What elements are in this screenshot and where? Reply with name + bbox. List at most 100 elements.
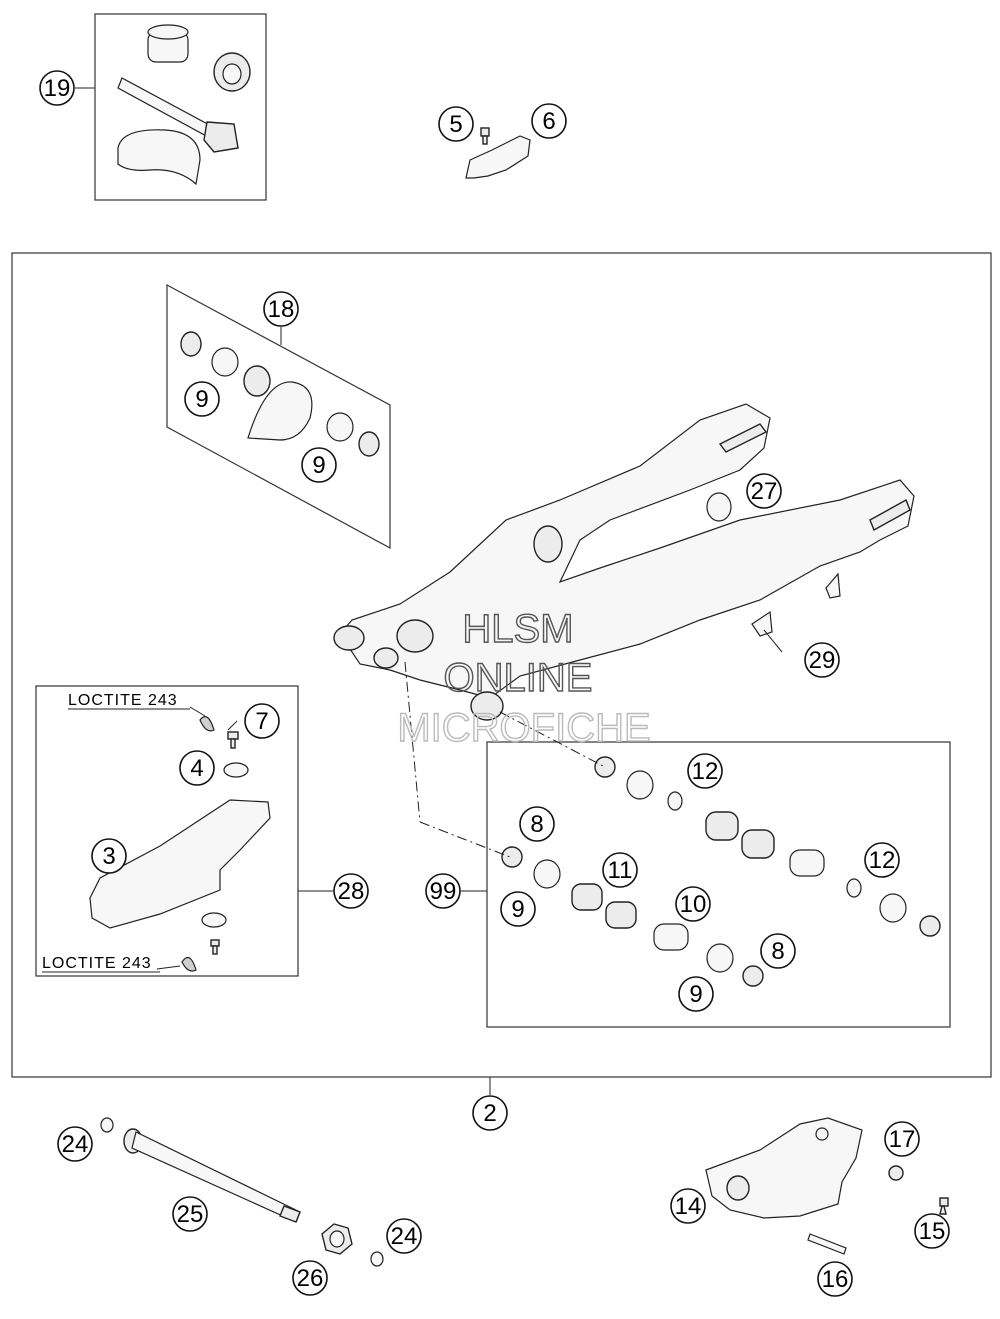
callout-circle xyxy=(602,852,638,888)
seal-ring-3 xyxy=(326,412,354,442)
sleeve-bottom xyxy=(653,923,689,951)
callout-circle xyxy=(425,873,461,909)
bearing-kit-parts xyxy=(180,331,380,457)
callout-c8a: 8 xyxy=(519,806,555,842)
callout-number: 4 xyxy=(190,755,203,782)
callout-circle xyxy=(57,1126,93,1162)
callout-c9a: 9 xyxy=(184,381,220,417)
callout-circle xyxy=(91,838,127,874)
callout-circle xyxy=(333,873,369,909)
callout-circle xyxy=(864,842,900,878)
chain-guide-part xyxy=(705,1117,863,1219)
bearing-kit-frame xyxy=(166,283,391,550)
callout-c7: 7 xyxy=(244,703,280,739)
needle-bearing-bottom-2 xyxy=(605,901,637,929)
spacer-24-right xyxy=(370,1251,384,1267)
callout-circle xyxy=(914,1213,950,1249)
callout-c26: 26 xyxy=(292,1260,328,1296)
seal-ring-4 xyxy=(358,431,380,457)
needle-bearing-bottom-1 xyxy=(571,883,603,911)
guide-bore xyxy=(726,1175,750,1201)
watermark-line-1: HLSM xyxy=(462,607,573,651)
callout-number: 16 xyxy=(822,1266,849,1293)
chain-bracket-part xyxy=(465,135,531,179)
callout-circle xyxy=(675,886,711,922)
callout-number: 10 xyxy=(680,891,707,918)
callout-number: 2 xyxy=(483,1100,496,1127)
callout-number: 18 xyxy=(268,296,295,323)
callout-c19: 19 xyxy=(39,70,75,106)
callout-number: 9 xyxy=(689,981,702,1008)
bushing-part xyxy=(147,24,189,63)
axle-slot-left xyxy=(718,423,768,453)
bolt-kit-frame xyxy=(94,13,267,201)
callout-c27: 27 xyxy=(746,473,782,509)
nut-17 xyxy=(888,1165,904,1181)
loctite-label-top: LOCTITE 243 xyxy=(68,692,178,709)
callout-number: 29 xyxy=(809,647,836,674)
callout-number: 8 xyxy=(771,938,784,965)
stand-tab xyxy=(825,572,841,599)
callout-number: 17 xyxy=(889,1126,916,1153)
callout-circle xyxy=(519,806,555,842)
callout-c9c: 9 xyxy=(500,891,536,927)
callout-number: 8 xyxy=(530,811,543,838)
axle-slot-right xyxy=(869,499,911,531)
washer-bottom xyxy=(201,912,227,928)
pivot-bore-lower xyxy=(373,647,399,669)
callout-c25: 25 xyxy=(172,1196,208,1232)
needle-bearing-top-2 xyxy=(741,829,775,859)
spacer-top-1 xyxy=(594,756,616,778)
callout-c28: 28 xyxy=(333,873,369,909)
callout-number: 15 xyxy=(919,1218,946,1245)
callout-circle xyxy=(817,1261,853,1297)
bolt-kit-parts xyxy=(117,24,251,186)
swingarm-body xyxy=(333,403,915,721)
callout-circle xyxy=(438,106,474,142)
swingarm-assembly-frame xyxy=(11,252,992,1078)
ring-top-2 xyxy=(846,878,862,898)
callout-c12a: 12 xyxy=(687,753,723,789)
chain-roller-ring xyxy=(706,492,732,522)
bush-ring-1 xyxy=(243,365,271,397)
callout-number: 28 xyxy=(338,878,365,905)
seal-bottom-2 xyxy=(706,943,734,973)
callout-number: 27 xyxy=(751,478,778,505)
sleeve-top xyxy=(789,849,825,877)
callout-circle xyxy=(263,291,299,327)
callout-number: 7 xyxy=(255,708,268,735)
callout-number: 11 xyxy=(608,857,633,884)
callout-circle xyxy=(179,750,215,786)
callout-c6: 6 xyxy=(531,103,567,139)
callout-c18: 18 xyxy=(263,291,299,327)
callout-number: 24 xyxy=(62,1131,89,1158)
swingarm-axle xyxy=(131,1131,301,1223)
callout-circle xyxy=(531,103,567,139)
callout-circle xyxy=(687,753,723,789)
callout-circle xyxy=(746,473,782,509)
seal-top-1 xyxy=(626,770,654,800)
pivot-bore-left xyxy=(333,625,365,651)
callout-c12b: 12 xyxy=(864,842,900,878)
callout-c3: 3 xyxy=(91,838,127,874)
callout-circle xyxy=(184,381,220,417)
seal-bottom-1 xyxy=(533,859,561,889)
callout-number: 14 xyxy=(675,1193,702,1220)
axle-nut xyxy=(321,1223,353,1255)
pivot-bearing-parts xyxy=(501,756,941,987)
callout-number: 24 xyxy=(391,1223,418,1250)
callout-number: 26 xyxy=(297,1265,324,1292)
callout-number: 12 xyxy=(869,847,896,874)
leader-lines xyxy=(75,87,783,1095)
callout-circle xyxy=(39,70,75,106)
axle-thread xyxy=(279,1205,301,1223)
callout-number: 9 xyxy=(511,896,524,923)
callout-number: 9 xyxy=(312,452,325,479)
callout-c24a: 24 xyxy=(57,1126,93,1162)
spacer-bottom-2 xyxy=(742,965,764,987)
callout-c2: 2 xyxy=(472,1095,508,1131)
watermark-line-3: MICROFICHE xyxy=(397,706,650,750)
watermark-line-2: ONLINE xyxy=(444,656,593,700)
callout-c15: 15 xyxy=(914,1213,950,1249)
